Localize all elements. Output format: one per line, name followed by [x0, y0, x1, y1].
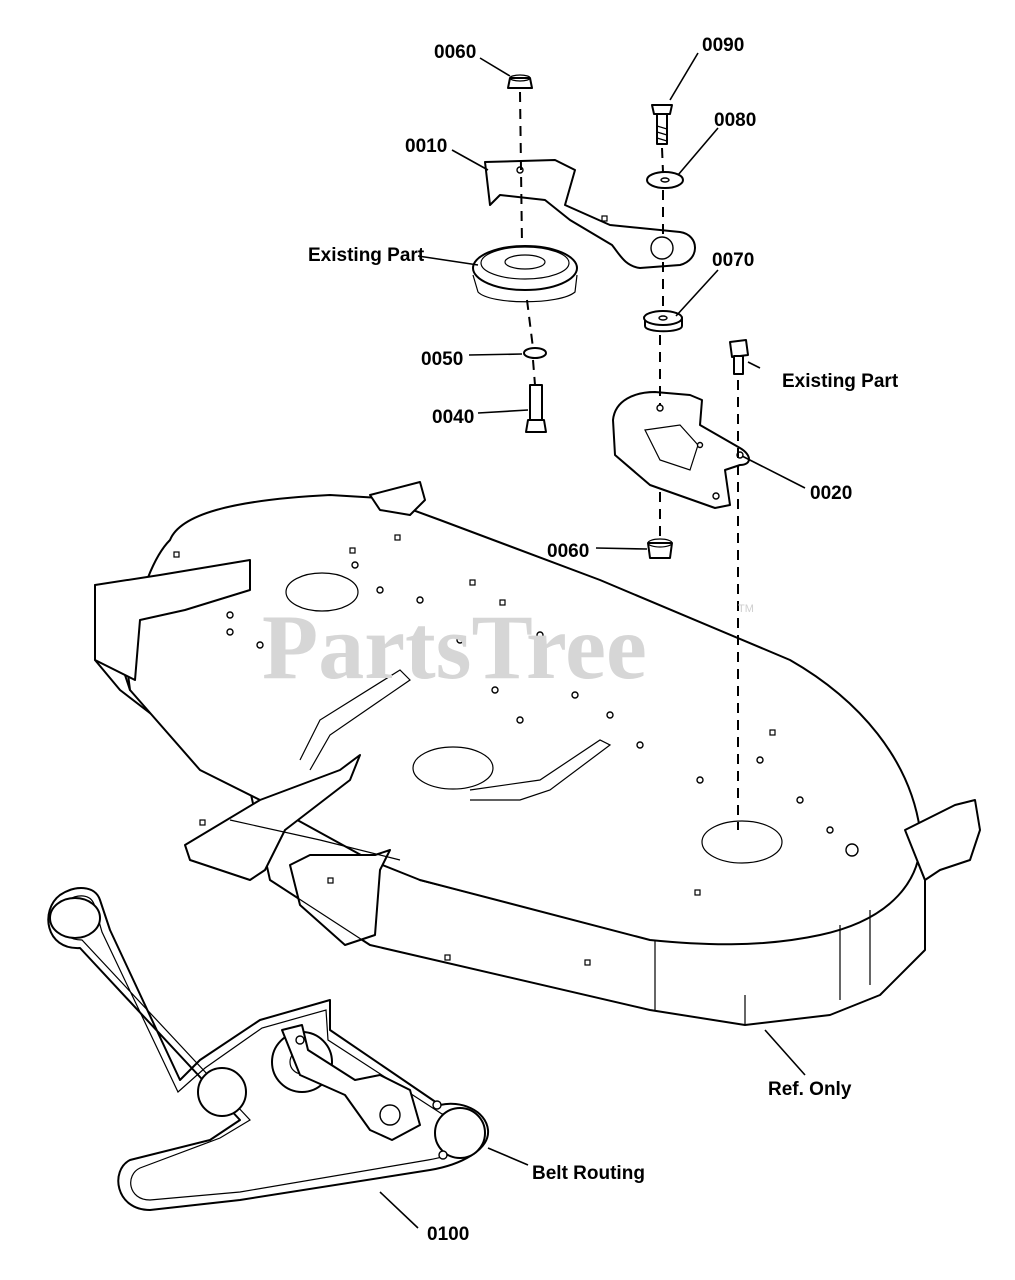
callout-0090: 0090 [702, 35, 744, 56]
bolt-0090 [651, 104, 673, 145]
callout-0060-top: 0060 [434, 42, 476, 63]
flange-nut-0060-bottom [647, 538, 673, 559]
watermark-trademark: TM [738, 603, 754, 615]
callout-belt-routing: Belt Routing [532, 1163, 645, 1184]
assembly-lines [519, 91, 739, 830]
washer-0050 [523, 347, 547, 359]
callout-0060-bottom: 0060 [547, 541, 589, 562]
idler-arm-0010 [484, 159, 696, 269]
callout-0010: 0010 [405, 136, 447, 157]
callout-0050: 0050 [421, 349, 463, 370]
callout-existing-part-pulley: Existing Part [308, 245, 425, 266]
watermark-text: PartsTree [262, 596, 647, 698]
belt-routing-diagram [47, 887, 490, 1211]
callout-existing-part-bolt: Existing Part [782, 371, 899, 392]
bolt-existing [729, 339, 749, 375]
bolt-0040 [525, 384, 547, 433]
washer-0080 [646, 171, 684, 189]
leader-lines [379, 52, 806, 1229]
callout-0020: 0020 [810, 483, 852, 504]
flange-nut-0060-top [507, 74, 533, 89]
idler-pulley-existing [472, 245, 578, 303]
callout-ref-only: Ref. Only [768, 1079, 852, 1100]
callout-0070: 0070 [712, 250, 754, 271]
callout-0100: 0100 [427, 1224, 469, 1245]
mower-deck [94, 481, 981, 1026]
callout-0080: 0080 [714, 110, 756, 131]
deck-holes [173, 534, 859, 966]
spacer-0070 [643, 310, 683, 333]
callout-0040: 0040 [432, 407, 474, 428]
pivot-bracket-0020 [612, 391, 750, 509]
